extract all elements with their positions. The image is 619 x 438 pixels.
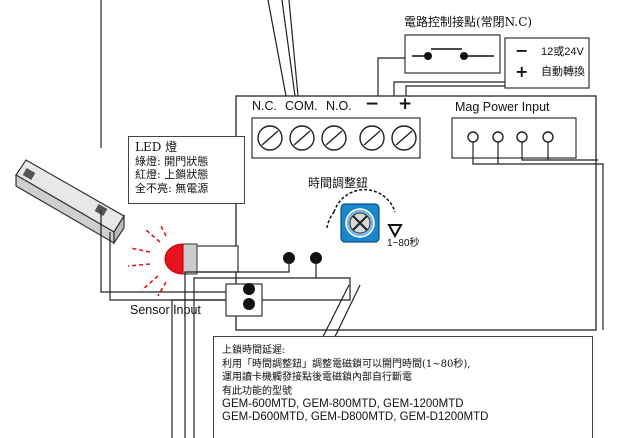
mag-power-connector xyxy=(451,117,604,330)
terminal-plus-label: + xyxy=(398,94,413,114)
terminal-nc-label: N.C. xyxy=(252,99,277,113)
note-line-2: 運用讀卡機觸發接點後電磁鎖內部自行斷電 xyxy=(222,372,412,383)
power-plus-label: + xyxy=(515,62,529,81)
led-legend-green: 綠燈: 開門狀態 xyxy=(135,154,209,168)
terminal-block xyxy=(251,117,421,159)
note-models-2: GEM-D600MTD, GEM-D800MTD, GEM-D1200MTD xyxy=(222,410,489,423)
terminal-com-label: COM. xyxy=(285,99,318,113)
power-auto-label: 自動轉換 xyxy=(541,65,585,78)
led-legend-off: 全不亮: 無電源 xyxy=(135,181,209,195)
controller-board xyxy=(235,95,597,331)
led-indicator xyxy=(127,223,239,297)
note-title: 上鎖時間延遲: xyxy=(222,345,286,356)
note-line-1: 利用「時間調整鈕」調整電磁鎖可以開門時間(1~80秒), xyxy=(222,358,471,370)
timer-knob xyxy=(326,188,403,243)
magnetic-lock xyxy=(15,159,125,245)
led-legend-red: 紅燈: 上鎖狀態 xyxy=(135,168,209,181)
led-legend-box: LED 燈 綠燈: 開門狀態 紅燈: 上鎖狀態 全不亮: 無電源 xyxy=(128,136,245,204)
power-minus-label: − xyxy=(515,41,529,60)
control-wires xyxy=(377,57,505,96)
mag-power-label: Mag Power Input xyxy=(455,100,550,114)
note-models-1: GEM-600MTD, GEM-800MTD, GEM-1200MTD xyxy=(222,398,464,410)
relay-title: 電路控制接點(常閉N.C) xyxy=(404,15,533,29)
power-input-box xyxy=(504,37,590,89)
led-legend-title: LED 燈 xyxy=(135,140,178,154)
timer-contacts xyxy=(171,252,351,438)
sensor-input xyxy=(225,283,263,317)
timer-range: 1~80秒 xyxy=(387,238,420,249)
terminal-minus-label: − xyxy=(365,94,380,114)
top-wires xyxy=(100,0,299,148)
timer-title: 時間調整鈕 xyxy=(308,176,369,190)
relay-contact xyxy=(404,34,501,74)
terminal-no-label: N.O. xyxy=(326,99,352,113)
sensor-input-label: Sensor Input xyxy=(130,303,201,317)
delay-note-box: 上鎖時間延遲: 利用「時間調整鈕」調整電磁鎖可以開門時間(1~80秒), 運用讀… xyxy=(213,336,593,438)
power-voltage-label: 12或24V xyxy=(541,46,584,58)
note-line-3: 有此功能的型號 xyxy=(222,385,292,397)
